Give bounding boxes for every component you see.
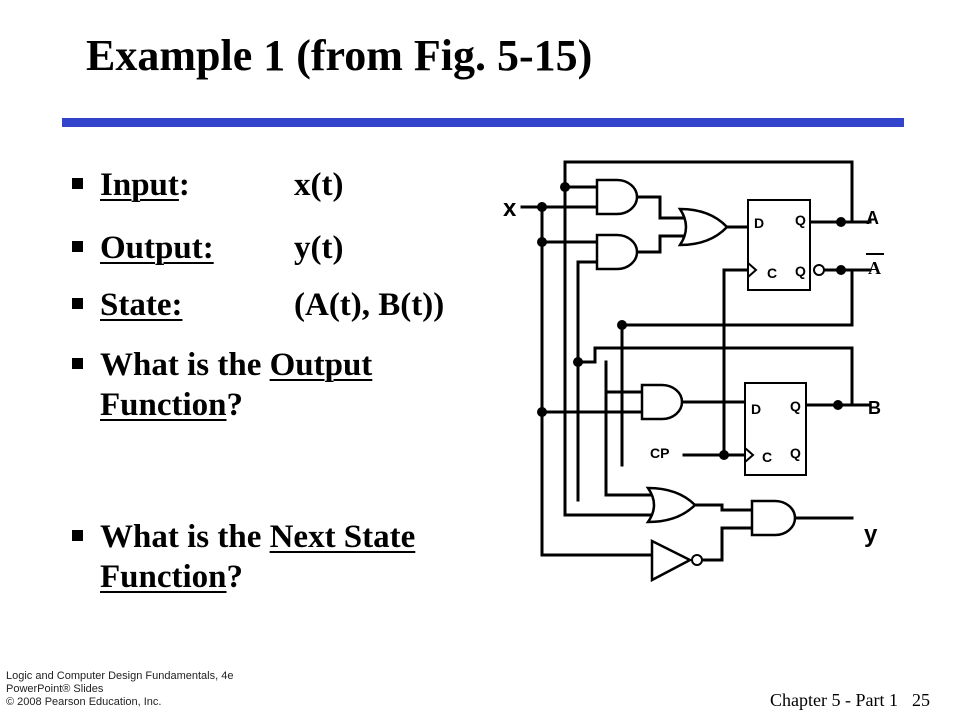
ff-b-d-label: D	[751, 401, 761, 417]
input-x-label: x	[503, 195, 517, 222]
chapter-label: Chapter 5 - Part 1	[770, 690, 898, 710]
junction-dot	[836, 217, 846, 227]
bullet-marker	[72, 298, 83, 309]
ff-a-qbar-label: Q	[795, 263, 806, 279]
junction-dot	[537, 202, 547, 212]
page-number: 25	[912, 690, 930, 710]
junction-dot	[560, 182, 570, 192]
ff-a-inverted-output-bubble	[813, 264, 825, 276]
or-gate-2	[645, 486, 697, 524]
output-a-bar-label: A	[868, 258, 881, 278]
junction-dot	[836, 265, 846, 275]
publisher-logo: Logic and Computer Design Fundamentals, …	[6, 670, 234, 708]
and-gate-2	[595, 233, 639, 271]
sequential-circuit-diagram: x D Q C Q A A D Q CP C Q B y	[503, 160, 884, 583]
and-gate-1	[595, 178, 639, 216]
state-value: (A(t), B(t))	[294, 287, 445, 323]
output-a-label: A	[866, 208, 879, 228]
ff-a-d-label: D	[754, 215, 764, 231]
ff-a-q-label: Q	[795, 212, 806, 228]
bullet-marker	[72, 530, 83, 541]
input-value: x(t)	[294, 167, 344, 203]
junction-dot	[537, 237, 547, 247]
junction-dot	[719, 450, 729, 460]
bullet-list: Input: x(t) Output: y(t) State: (A(t), B…	[72, 0, 532, 640]
output-b-label: B	[868, 398, 881, 418]
junction-dot	[573, 357, 583, 367]
ff-a-c-label: C	[767, 265, 777, 281]
output-value: y(t)	[294, 230, 344, 266]
output-label: Output:	[100, 230, 214, 266]
junction-dot	[537, 407, 547, 417]
clock-label: CP	[650, 445, 669, 461]
junction-dot	[833, 400, 843, 410]
bullet-marker	[72, 241, 83, 252]
slide-footer: Chapter 5 - Part 1 25	[770, 690, 930, 711]
output-y-label: y	[864, 521, 878, 548]
state-label: State:	[100, 287, 183, 323]
function-link-text-2: Function	[100, 559, 227, 595]
and-gate-3	[640, 383, 684, 421]
ff-b-q-label: Q	[790, 398, 801, 414]
title-divider	[62, 118, 904, 127]
input-label: Input	[100, 167, 179, 203]
and-gate-4	[750, 499, 797, 537]
ff-b-c-label: C	[762, 449, 772, 465]
output-link-text: Output	[269, 347, 373, 383]
ff-b-qbar-label: Q	[790, 445, 801, 461]
inverter-bubble	[691, 554, 703, 566]
junction-dot	[617, 320, 627, 330]
function-link-text: Function	[100, 387, 227, 423]
slide-title: Example 1 (from Fig. 5-15)	[86, 31, 593, 80]
flip-flop-a	[747, 199, 811, 291]
bullet-marker	[72, 178, 83, 189]
inverter	[650, 538, 693, 583]
next-state-link-text: Next State	[269, 519, 416, 555]
flip-flop-b	[744, 382, 807, 476]
bullet-marker	[72, 358, 83, 369]
or-gate-1	[677, 207, 729, 247]
